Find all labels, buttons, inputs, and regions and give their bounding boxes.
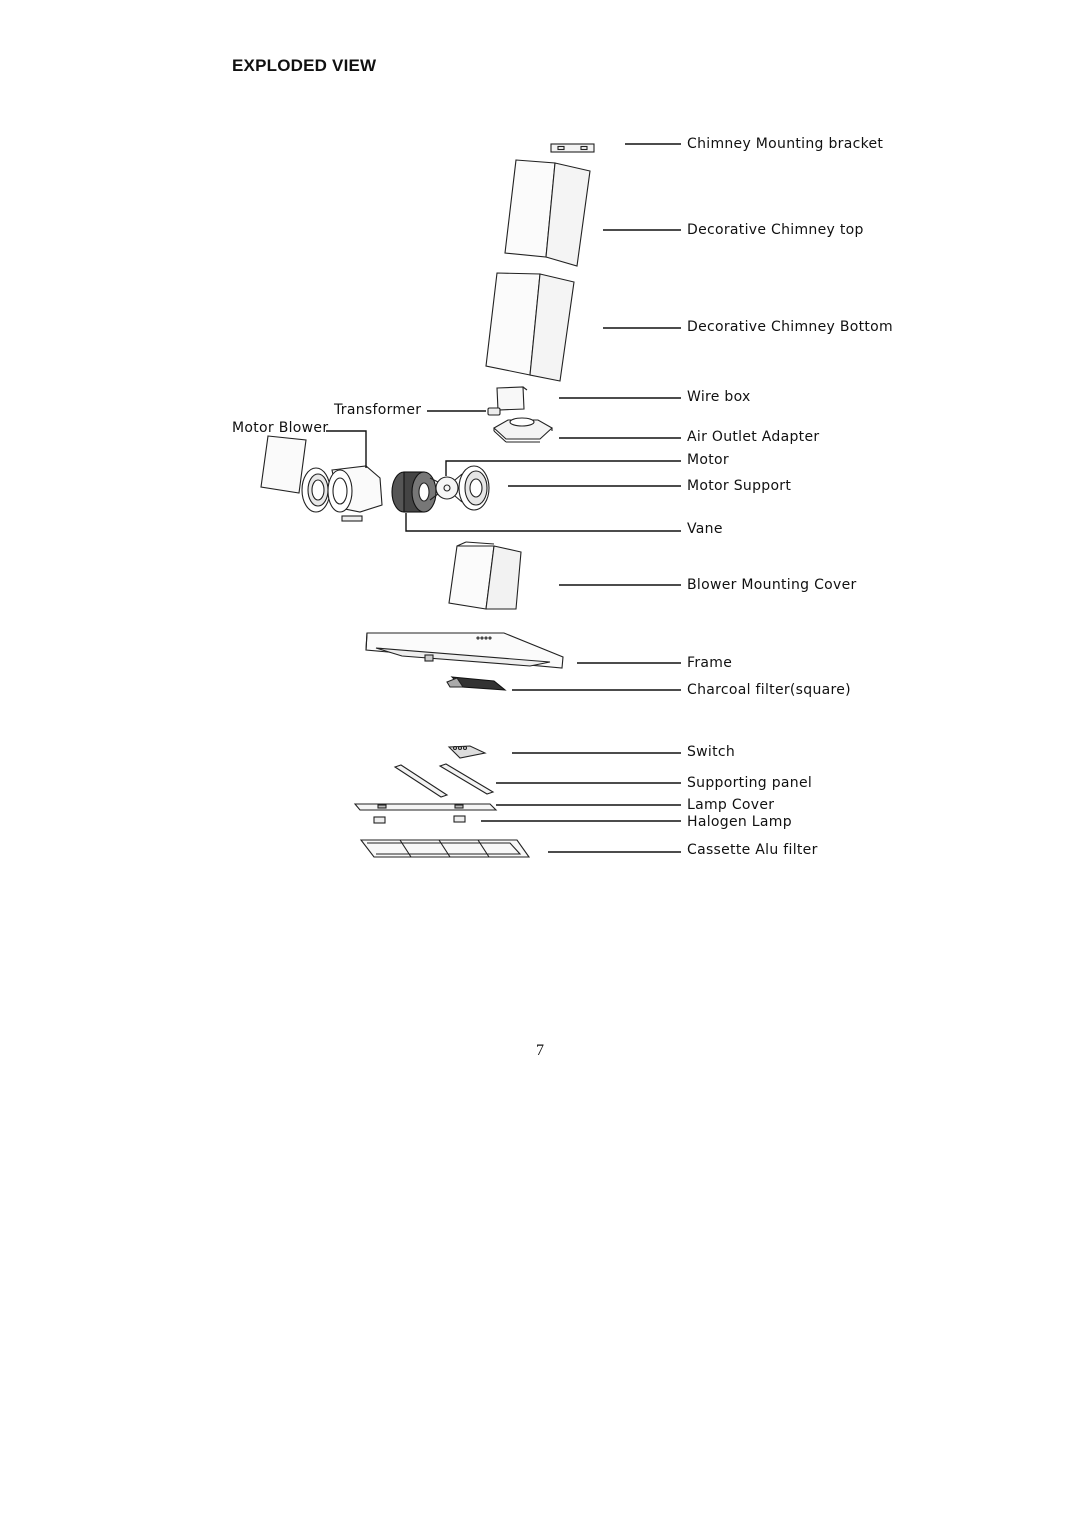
label-wire-box: Wire box — [687, 389, 751, 405]
vane-part — [391, 471, 437, 513]
label-chimney-mounting-bracket: Chimney Mounting bracket — [687, 136, 884, 152]
switch-part — [447, 745, 487, 759]
motor-support-part — [458, 465, 490, 511]
label-decorative-chimney-top: Decorative Chimney top — [687, 222, 864, 238]
label-lamp-cover: Lamp Cover — [687, 797, 775, 813]
page-number: 7 — [536, 1042, 544, 1059]
frame-part — [365, 632, 564, 669]
cassette-alu-filter-part — [359, 839, 531, 858]
chimney-mounting-bracket-part — [550, 143, 595, 153]
motor-part — [429, 473, 463, 503]
label-cassette-alu-filter: Cassette Alu filter — [687, 842, 818, 858]
label-halogen-lamp: Halogen Lamp — [687, 814, 792, 830]
wire-box-part — [496, 386, 528, 411]
decorative-chimney-bottom-part — [485, 272, 575, 382]
supporting-panel-part — [393, 763, 495, 798]
lamp-cover-part — [353, 803, 498, 811]
label-motor-support: Motor Support — [687, 478, 792, 494]
label-supporting-panel: Supporting panel — [687, 775, 813, 791]
motor-blower-plate-part — [260, 435, 307, 494]
halogen-lamp-part — [373, 815, 466, 824]
motor-blower-housing-part — [327, 465, 383, 522]
label-motor: Motor — [687, 452, 729, 468]
blower-mounting-cover-part — [448, 541, 522, 610]
charcoal-filter-part — [446, 676, 507, 691]
leader-motor — [445, 460, 681, 476]
label-charcoal-filter: Charcoal filter(square) — [687, 682, 851, 698]
label-switch: Switch — [687, 744, 736, 760]
leader-vane — [405, 513, 681, 532]
decorative-chimney-top-part — [504, 159, 591, 267]
transformer-part — [487, 407, 501, 416]
page-title: EXPLODED VIEW — [232, 56, 377, 75]
label-decorative-chimney-bottom: Decorative Chimney Bottom — [687, 319, 893, 335]
label-transformer: Transformer — [334, 402, 422, 418]
label-blower-mounting-cover: Blower Mounting Cover — [687, 577, 857, 593]
leader-motor-blower — [326, 430, 367, 468]
label-frame: Frame — [687, 655, 733, 671]
label-vane: Vane — [687, 521, 723, 537]
leader-lines — [326, 143, 681, 853]
label-motor-blower: Motor Blower — [232, 420, 329, 436]
air-outlet-adapter-part — [493, 417, 553, 443]
motor-blower-inlet-ring-part — [301, 467, 331, 513]
label-air-outlet-adapter: Air Outlet Adapter — [687, 429, 820, 445]
